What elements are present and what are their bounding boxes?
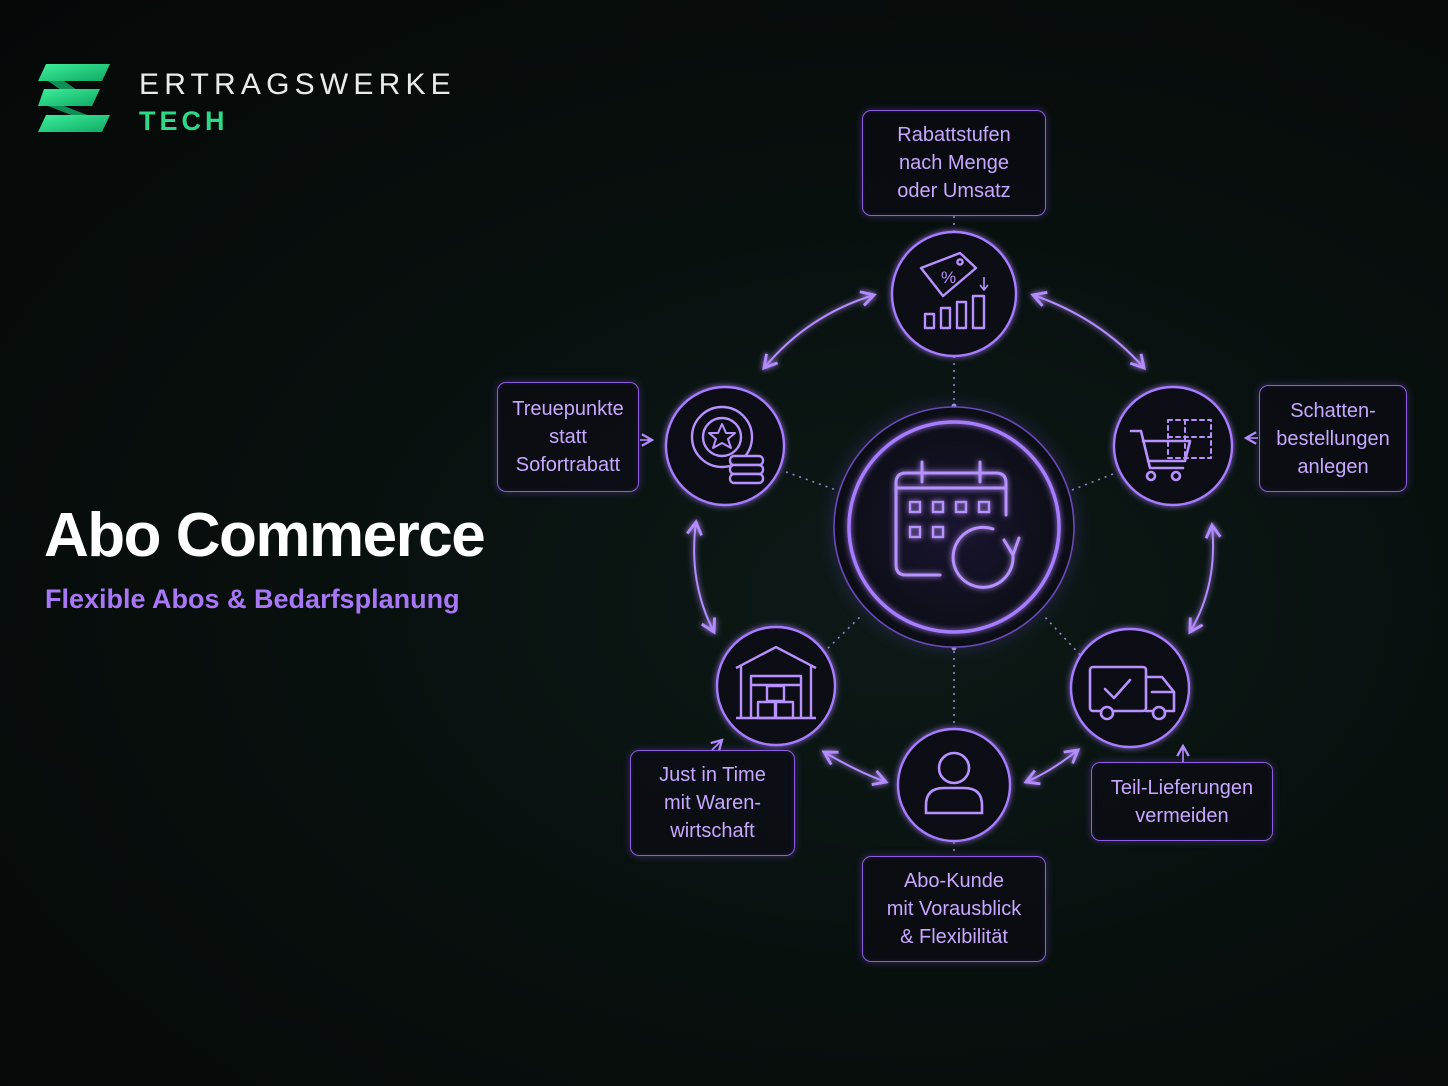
label-loyalty-points: Treuepunkte statt Sofortrabatt: [497, 382, 639, 492]
delivery-truck-icon: [1088, 665, 1176, 721]
brand-mark-icon: [38, 64, 110, 132]
page-title: Abo Commerce: [44, 501, 486, 570]
dotted-connectors: [785, 216, 1114, 856]
node-discount: %: [890, 230, 1018, 358]
brand-logo: ERTRAGSWERKE TECH: [38, 62, 458, 142]
center-hub: [833, 406, 1075, 648]
svg-text:%: %: [941, 268, 956, 287]
shopping-cart-icon: [1129, 419, 1212, 482]
brand-name: ERTRAGSWERKE: [139, 68, 456, 101]
label-partial-deliveries: Teil-Lieferungen vermeiden: [1091, 762, 1273, 841]
node-warehouse: [715, 625, 837, 747]
label-shadow-orders: Schatten- bestellungen anlegen: [1259, 385, 1407, 492]
node-delivery: [1069, 627, 1191, 749]
user-icon: [924, 751, 984, 815]
node-customer: [896, 727, 1012, 843]
label-discount: Rabattstufen nach Menge oder Umsatz: [862, 110, 1046, 216]
discount-tag-chart-icon: %: [919, 251, 989, 330]
label-subscription-customer: Abo-Kunde mit Vorausblick & Flexibilität: [862, 856, 1046, 962]
page-subtitle: Flexible Abos & Bedarfsplanung: [45, 584, 460, 614]
label-pointers: [640, 431, 1258, 762]
cycle-arrows: [686, 290, 1222, 786]
label-just-in-time: Just in Time mit Waren- wirtschaft: [630, 750, 795, 856]
warehouse-icon: [735, 645, 817, 720]
node-loyalty: [664, 385, 786, 507]
node-shadow: [1112, 385, 1234, 507]
calendar-refresh-icon: [894, 460, 1021, 589]
loyalty-coin-icon: [690, 405, 765, 485]
brand-sub: TECH: [139, 106, 229, 136]
